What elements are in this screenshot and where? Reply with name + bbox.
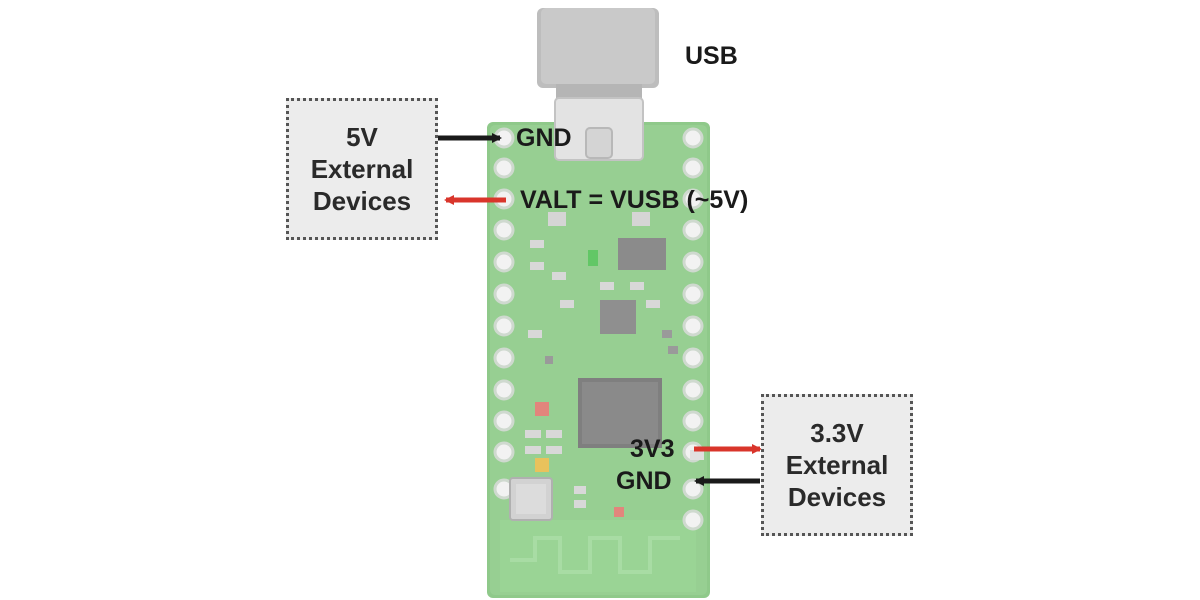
box-3v3-text: 3.3V External Devices <box>786 417 889 513</box>
box-5v-text: 5V External Devices <box>311 121 414 217</box>
gnd-bottom-label: GND <box>616 469 672 494</box>
gnd-top-label: GND <box>516 126 572 151</box>
valt-label: VALT = VUSB (~5V) <box>520 188 748 213</box>
box-3v3-external-devices: 3.3V External Devices <box>761 394 913 536</box>
v3v3-label: 3V3 <box>630 437 674 462</box>
box-5v-external-devices: 5V External Devices <box>286 98 438 240</box>
usb-plug <box>537 8 659 100</box>
usb-label: USB <box>685 44 738 69</box>
